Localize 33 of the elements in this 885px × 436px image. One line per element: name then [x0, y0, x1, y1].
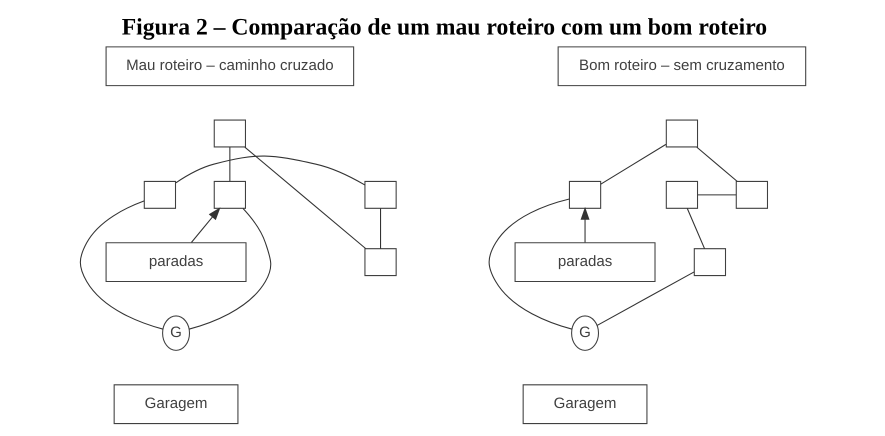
connector [686, 208, 705, 249]
node-box [213, 180, 246, 209]
connector [380, 208, 381, 249]
connector [188, 208, 271, 330]
arrow [190, 207, 220, 243]
connector [79, 200, 162, 330]
node-box: Garagem [113, 384, 238, 424]
connector [228, 147, 230, 182]
node-box [364, 180, 396, 209]
connector [600, 144, 666, 185]
node-box [735, 180, 768, 209]
node-box [665, 120, 698, 148]
node-ellipse: G [570, 315, 599, 351]
node-ellipse: G [162, 315, 190, 351]
node-box [143, 180, 176, 209]
arrow [580, 206, 590, 242]
node-box: Garagem [522, 384, 647, 424]
node-box [693, 248, 726, 276]
node-box: paradas [105, 242, 246, 282]
node-box [364, 248, 396, 276]
connector [244, 146, 366, 249]
node-box: Mau roteiro – caminho cruzado [105, 46, 354, 86]
connector [697, 194, 736, 196]
connector [696, 146, 737, 182]
connector [488, 198, 572, 330]
node-box [213, 120, 246, 148]
connector [175, 156, 365, 186]
node-box [665, 180, 698, 209]
node-box: Bom roteiro – sem cruzamento [557, 46, 806, 86]
connector [596, 271, 694, 326]
node-box: paradas [514, 242, 656, 282]
node-box [568, 180, 601, 209]
diagram-title: Figura 2 – Comparação de um mau roteiro com um bom roteiro [121, 14, 767, 41]
